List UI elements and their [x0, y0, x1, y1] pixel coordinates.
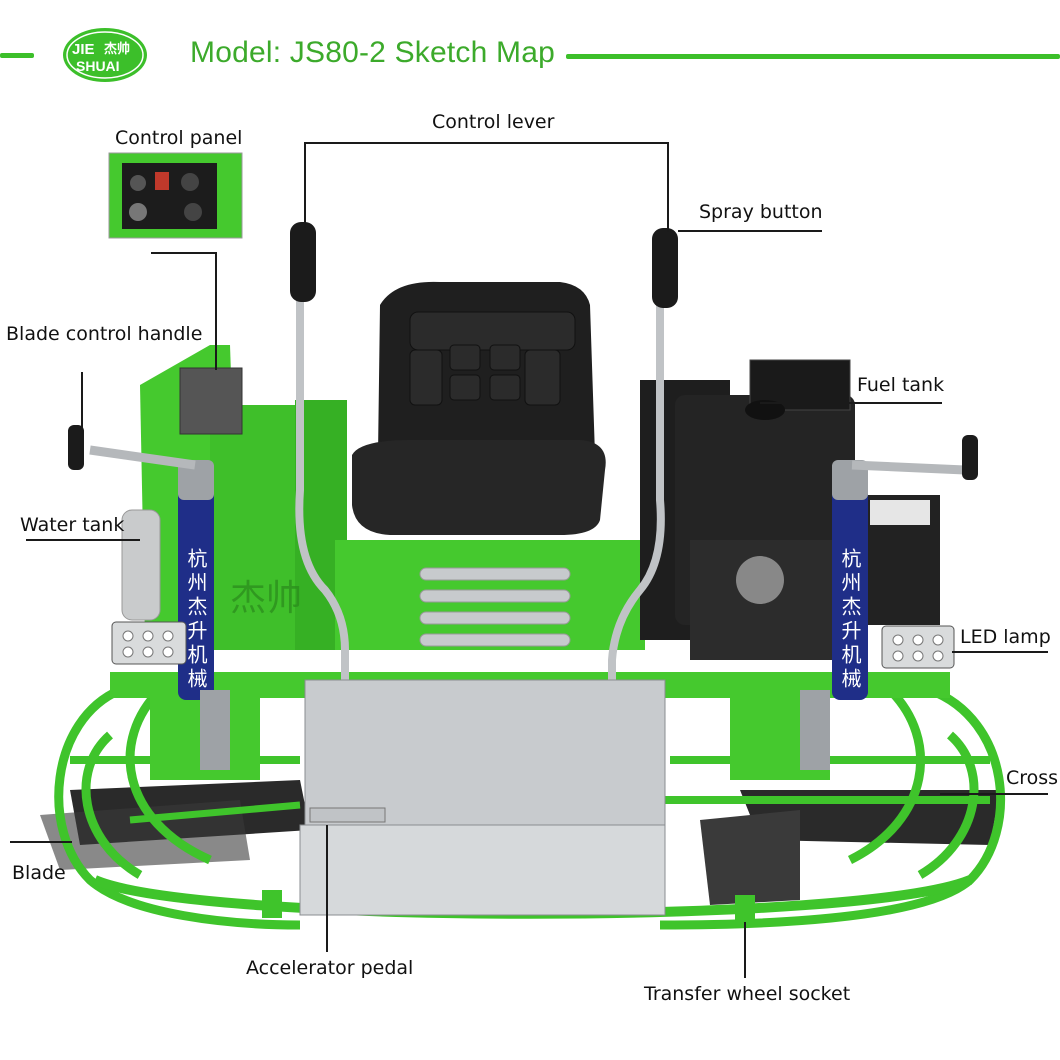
logo-text-cn: 杰帅 [104, 41, 130, 57]
label-water-tank: Water tank [20, 514, 125, 536]
led-lamp-right [881, 625, 955, 669]
label-led-lamp: LED lamp [960, 626, 1051, 648]
control-lever-right-graphic [608, 228, 678, 720]
control-lever-left-graphic [290, 222, 349, 720]
guard-ring-left [54, 685, 301, 930]
transfer-wheel-socket-graphic [735, 895, 755, 923]
header-line-left [0, 53, 34, 58]
seat-graphic [352, 281, 606, 535]
logo-text-bottom: SHUAI [76, 58, 120, 74]
pole-chars-right: 杭州杰升机械 [838, 548, 862, 692]
label-control-panel: Control panel [115, 127, 243, 149]
blade-pole-left [68, 425, 230, 770]
header-line-right [566, 54, 1060, 59]
led-lamp-left [111, 621, 187, 665]
body-chars: 杰帅 [230, 578, 302, 619]
blade-pole-right [800, 435, 978, 770]
label-cross: Cross [1006, 767, 1059, 789]
brand-logo: JIE 杰帅 SHUAI [63, 28, 147, 82]
leader-blade-handle [151, 252, 217, 370]
label-blade-control-handle: Blade control handle [6, 323, 203, 345]
label-spray-button: Spray button [699, 201, 823, 223]
label-accelerator-pedal: Accelerator pedal [246, 957, 414, 979]
label-blade: Blade [12, 862, 66, 884]
accelerator-pedal-graphic [309, 807, 386, 823]
label-control-lever: Control lever [432, 111, 555, 133]
leader-control-lever [304, 142, 669, 232]
water-tank-graphic [121, 509, 161, 621]
blade-left-graphic [40, 780, 310, 870]
control-panel-inset [108, 152, 243, 239]
label-transfer-wheel-socket: Transfer wheel socket [644, 983, 851, 1005]
page-title: Model: JS80-2 Sketch Map [190, 36, 555, 69]
engine-graphic [640, 359, 940, 660]
logo-text-top: JIE [72, 41, 95, 58]
label-fuel-tank: Fuel tank [857, 374, 945, 396]
pole-chars-left: 杭州杰升机械 [184, 548, 208, 692]
